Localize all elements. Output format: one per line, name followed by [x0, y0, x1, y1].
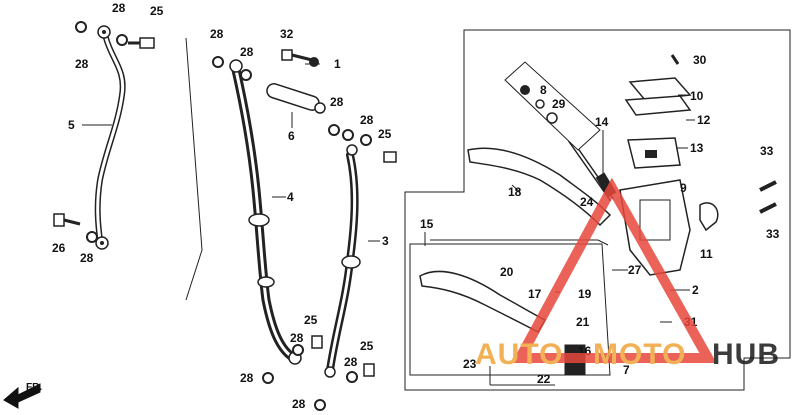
label-7: 7 [623, 363, 630, 377]
label-25: 25 [360, 339, 374, 353]
label-30: 30 [693, 53, 707, 67]
diaphragm-13 [627, 137, 681, 169]
label-33: 33 [766, 227, 780, 241]
label-28: 28 [80, 251, 94, 265]
spare-line-outline [430, 239, 609, 246]
diaphragm-plate-12 [624, 95, 692, 116]
label-15: 15 [420, 217, 434, 231]
watermark-triangle [511, 177, 717, 363]
label-28: 28 [210, 27, 224, 41]
label-28: 28 [344, 355, 358, 369]
lever-assembly-outline [409, 243, 611, 376]
brake-hose-5 [94, 25, 126, 250]
label-17: 17 [528, 287, 542, 301]
label-10: 10 [690, 89, 704, 103]
label-29: 29 [552, 97, 566, 111]
watermark-logo: AUTO MOTO HUB [475, 177, 780, 371]
label-28: 28 [240, 371, 254, 385]
label-25: 25 [150, 4, 164, 18]
label-28: 28 [75, 57, 89, 71]
watermark-text-auto: AUTO [475, 338, 563, 371]
watermark-text-hub: HUB [712, 338, 780, 371]
bolt-25-mid [383, 151, 397, 163]
label-23: 23 [463, 357, 477, 371]
bolt-26 [53, 213, 81, 227]
label-32: 32 [280, 27, 294, 41]
master-cylinder-body [619, 179, 691, 276]
label-5: 5 [68, 118, 75, 132]
label-27: 27 [628, 263, 642, 277]
bolt-25-top [128, 37, 155, 49]
label-3: 3 [382, 234, 389, 248]
parts-card-8 [504, 61, 601, 151]
leader-lines [82, 63, 695, 386]
part-labels: 25 28 28 5 26 28 28 28 32 1 28 6 28 25 4… [52, 1, 780, 411]
front-direction-arrow: FR. [3, 382, 42, 409]
watermark-text-moto: MOTO [593, 338, 686, 371]
holder-bolts-33 [759, 180, 777, 214]
label-12: 12 [697, 113, 711, 127]
label-8: 8 [540, 83, 547, 97]
brake-hose-3 [324, 144, 361, 378]
label-28: 28 [292, 397, 306, 411]
bolt-25-low-right [363, 363, 375, 377]
label-28: 28 [240, 45, 254, 59]
label-21: 21 [576, 315, 590, 329]
master-cylinder-holder-11 [699, 202, 719, 232]
screw-30 [670, 54, 680, 65]
label-14: 14 [595, 115, 609, 129]
left-assembly-outline [185, 37, 203, 301]
master-cylinder-outline [404, 29, 791, 391]
label-28: 28 [330, 95, 344, 109]
label-13: 13 [690, 141, 704, 155]
label-22: 22 [537, 372, 551, 386]
label-24: 24 [580, 195, 594, 209]
label-26: 26 [52, 241, 66, 255]
label-33: 33 [760, 144, 774, 158]
label-11: 11 [700, 247, 713, 261]
label-6: 6 [288, 129, 295, 143]
label-28: 28 [112, 1, 126, 15]
label-4: 4 [287, 190, 294, 204]
label-1: 1 [334, 57, 341, 71]
label-28: 28 [360, 113, 374, 127]
label-20: 20 [500, 265, 514, 279]
front-marker-label: FR. [26, 382, 42, 393]
label-18: 18 [508, 185, 522, 199]
label-9: 9 [680, 181, 687, 195]
brake-joint-6 [266, 83, 326, 114]
brake-hose-4 [229, 59, 302, 365]
sealing-washers-28 [75, 21, 372, 411]
label-2: 2 [692, 283, 699, 297]
label-28: 28 [290, 331, 304, 345]
label-25: 25 [304, 313, 318, 327]
brake-lever-18 [467, 147, 612, 227]
label-19: 19 [578, 287, 592, 301]
bolt-25-low-left [311, 335, 323, 349]
label-25: 25 [378, 127, 392, 141]
